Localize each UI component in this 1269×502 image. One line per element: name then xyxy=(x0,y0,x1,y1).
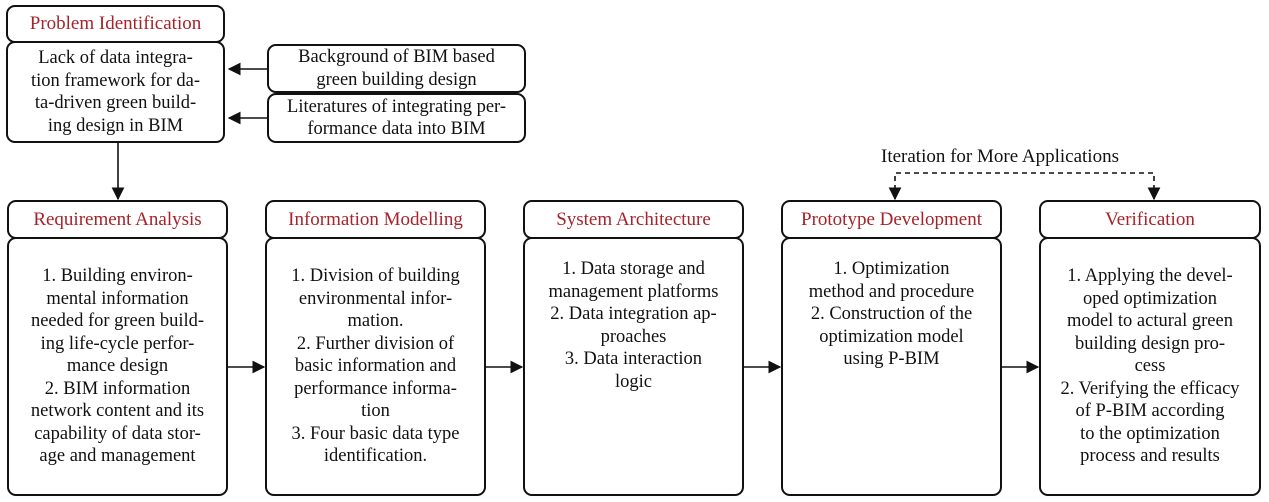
prototype-body-box: 1. Optimization method and procedure 2. … xyxy=(781,237,1002,496)
literature-line: Literatures of integrating per- xyxy=(287,96,506,117)
prototype-line: 1. Optimization xyxy=(833,259,950,279)
problem-title-box: Problem Identification xyxy=(6,5,225,43)
information-line: 1. Division of building xyxy=(291,266,460,287)
requirement-title-box: Requirement Analysis xyxy=(7,200,228,239)
requirement-body-box: 1. Building environ- mental information … xyxy=(7,237,228,496)
requirement-title: Requirement Analysis xyxy=(33,208,202,230)
prototype-title: Prototype Development xyxy=(801,208,982,230)
system-title-box: System Architecture xyxy=(523,200,744,239)
problem-line: ing design in BIM xyxy=(47,115,184,136)
prototype-line: method and procedure xyxy=(808,281,975,302)
system-line: management platforms xyxy=(548,281,719,302)
system-line: 2. Data integration ap- xyxy=(550,304,717,324)
verification-line: cess xyxy=(1134,356,1166,377)
verification-line: building design pro- xyxy=(1074,333,1226,354)
problem-title: Problem Identification xyxy=(29,13,202,34)
information-line: tion xyxy=(361,401,390,422)
system-body-box: 1. Data storage and management platforms… xyxy=(523,237,744,496)
problem-body-box: Lack of data integra- tion framework for… xyxy=(6,41,225,143)
information-title: Information Modelling xyxy=(288,208,463,230)
verification-title: Verification xyxy=(1105,208,1195,230)
system-line: logic xyxy=(614,371,652,392)
iteration-loop-arrow xyxy=(888,172,1161,201)
background-input-box: Background of BIM based green building d… xyxy=(267,44,526,93)
system-line: 3. Data interaction xyxy=(564,349,703,369)
verification-line: to the optimization xyxy=(1080,423,1220,444)
verification-line: model to actural green xyxy=(1067,311,1233,332)
problem-line: tion framework for da- xyxy=(30,70,200,91)
information-line: 3. Four basic data type xyxy=(291,423,460,444)
prototype-line: 2. Construction of the xyxy=(810,304,973,324)
problem-line: ta-driven green build- xyxy=(34,93,197,113)
requirement-line: capability of data stor- xyxy=(34,423,201,444)
system-title: System Architecture xyxy=(556,208,711,230)
information-title-box: Information Modelling xyxy=(265,200,486,239)
problem-text: Lack of data integra- tion framework for… xyxy=(25,47,206,137)
information-line: identification. xyxy=(323,446,428,467)
literature-line: formance data into BIM xyxy=(307,119,486,139)
prototype-line: optimization model xyxy=(819,326,964,347)
system-line: 1. Data storage and xyxy=(562,259,705,279)
system-line: proaches xyxy=(600,326,667,347)
verification-line: oped optimization xyxy=(1082,288,1218,309)
requirement-line: age and management xyxy=(39,446,196,467)
information-line: mation. xyxy=(347,311,404,332)
verification-body-box: 1. Applying the devel- oped optimization… xyxy=(1039,237,1261,496)
requirement-line: 2. BIM information xyxy=(44,378,191,399)
problem-line: Lack of data integra- xyxy=(38,48,193,68)
requirement-line: 1. Building environ- xyxy=(42,266,193,287)
literature-input-box: Literatures of integrating per- formance… xyxy=(267,93,526,143)
information-line: 2. Further division of xyxy=(296,333,455,354)
verification-line: 2. Verifying the efficacy xyxy=(1060,378,1240,399)
background-line: green building design xyxy=(316,69,477,90)
verification-title-box: Verification xyxy=(1039,200,1261,239)
verification-line: of P-BIM according xyxy=(1075,401,1225,422)
requirement-line: mental information xyxy=(46,288,189,309)
requirement-line: ing life-cycle perfor- xyxy=(40,333,195,354)
requirement-line: mance design xyxy=(66,356,169,377)
information-line: basic information and xyxy=(294,356,457,377)
requirement-line: needed for green build- xyxy=(30,311,205,332)
iteration-label: Iteration for More Applications xyxy=(881,146,1119,167)
background-line: Background of BIM based xyxy=(298,47,495,67)
information-body-box: 1. Division of building environmental in… xyxy=(265,237,486,496)
information-line: environmental infor- xyxy=(298,288,453,309)
verification-line: process and results xyxy=(1080,446,1220,467)
prototype-title-box: Prototype Development xyxy=(781,200,1002,239)
prototype-line: using P-BIM xyxy=(843,349,940,369)
information-line: performance informa- xyxy=(294,378,457,399)
verification-line: 1. Applying the devel- xyxy=(1067,266,1233,287)
requirement-line: network content and its xyxy=(30,401,205,422)
